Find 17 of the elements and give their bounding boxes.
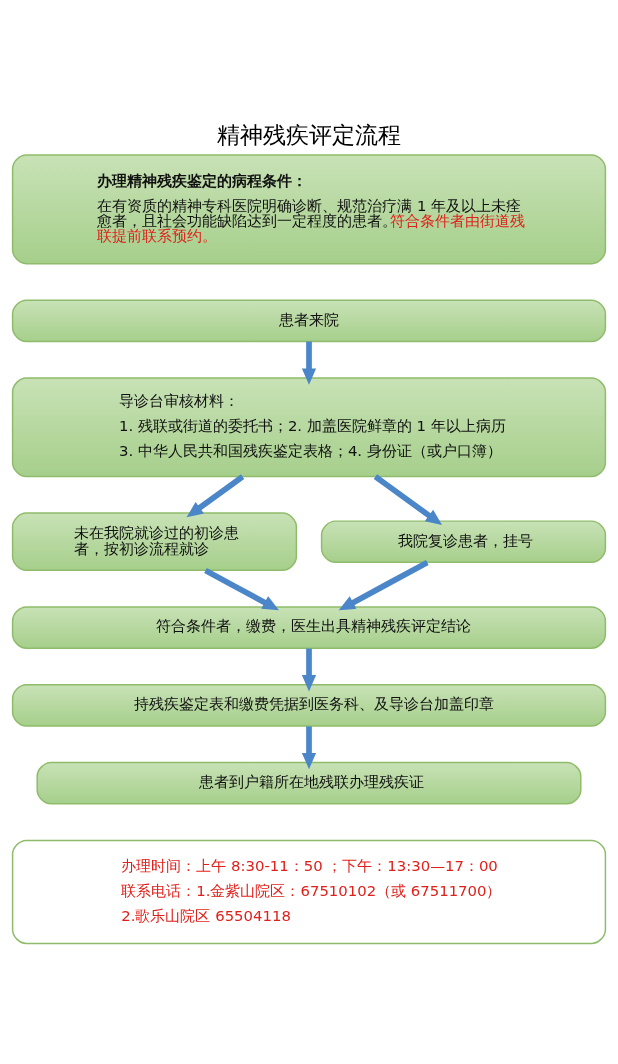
arrow <box>186 474 245 518</box>
node-box: 导诊台审核材料： 1. 残联或街道的委托书；2. 加盖医院鲜章的 1 年以上病历 3. 中华人民共和国残疾鉴定表格；4. 身份证（或户口簿） <box>11 377 607 478</box>
arrow <box>301 726 317 770</box>
arrow <box>301 341 317 385</box>
arrow <box>301 648 317 692</box>
node-box: 患者来院 <box>11 299 607 343</box>
node-box: 符合条件者，缴费，医生出具精神残疾评定结论 <box>11 606 607 649</box>
arrow <box>373 474 443 526</box>
node-box: 办理精神残疾鉴定的病程条件： 在有资质的精神专科医院明确诊断、规范治疗满 1 年及以上未痊愈者，且社会功能缺陷达到一定程度的患者。符合条件者由街道残联提前联系预约。 <box>11 154 607 265</box>
node-box: 患者到户籍所在地残联办理残疾证 <box>36 761 582 805</box>
arrow <box>204 567 279 611</box>
diagram-title: 精神残疾评定流程 <box>217 122 401 149</box>
node-box: 办理时间：上午 8:30-11：50 ；下午：13:30—17：00 联系电话：1.金紫山院区：67510102（或 67511700） 2.歌乐山院区 65504118 <box>11 839 607 945</box>
node-box: 持残疾鉴定表和缴费凭据到医务科、及导诊台加盖印章 <box>11 684 607 727</box>
node-box: 未在我院就诊过的初诊患者，按初诊流程就诊 <box>11 512 298 572</box>
arrow <box>338 559 429 611</box>
node-box: 我院复诊患者，挂号 <box>320 520 607 564</box>
